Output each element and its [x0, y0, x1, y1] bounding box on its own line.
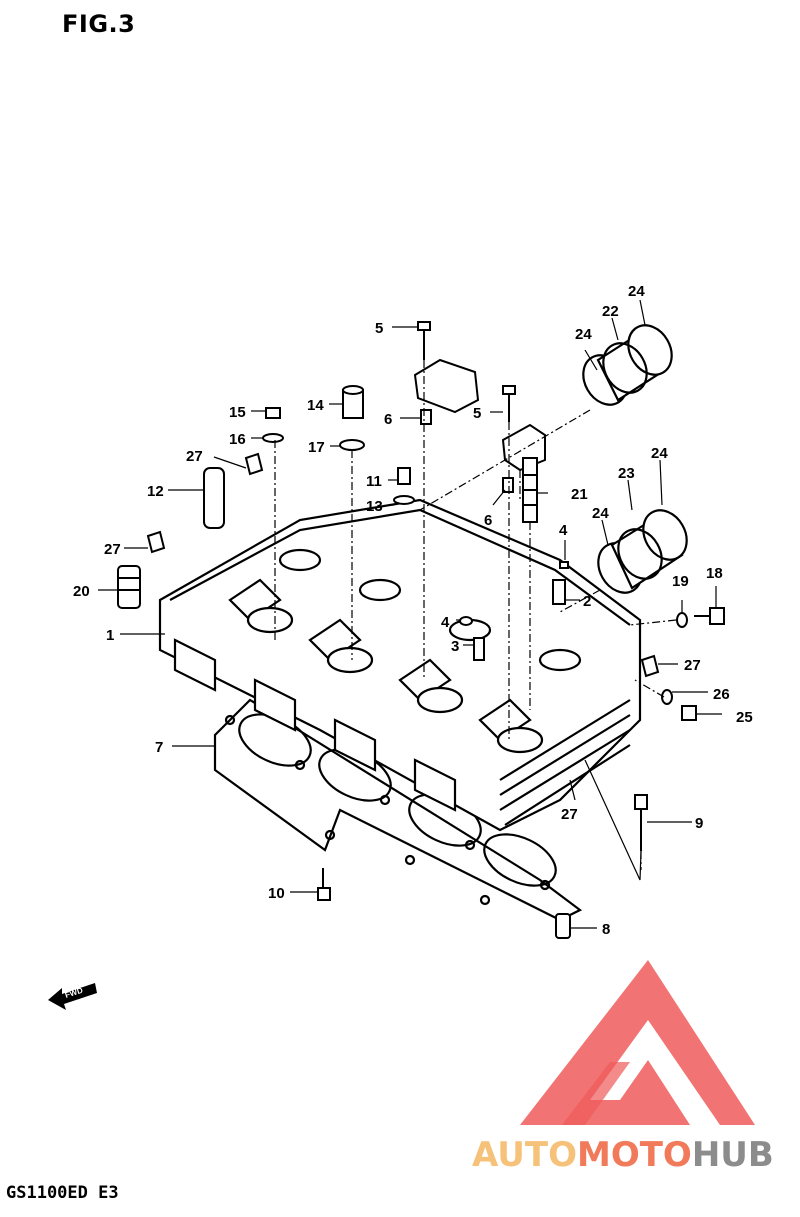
watermark-logo: AUTOMOTOHUB: [472, 960, 774, 1175]
callout-14: 14: [307, 397, 324, 414]
callout-20: 20: [73, 583, 90, 600]
callout-13: 13: [366, 498, 383, 515]
callout-24b: 24: [628, 283, 645, 300]
intake-holder-upper: [582, 324, 673, 406]
alignment-lines: [274, 360, 677, 870]
callout-6a: 6: [384, 411, 392, 428]
callout-27c: 27: [684, 657, 701, 674]
callout-22: 22: [602, 303, 619, 320]
callout-labels: 1 2 3 4 4 5 5 6 6 7 8 9 10 11 12 13 14 1…: [73, 283, 753, 938]
callout-27b: 27: [104, 541, 121, 558]
callout-21: 21: [571, 486, 588, 503]
callout-16: 16: [229, 431, 246, 448]
callout-19: 19: [672, 573, 689, 590]
callout-6b: 6: [484, 512, 492, 529]
forward-arrow: FWD: [48, 983, 97, 1010]
intake-holders: [582, 324, 688, 594]
callout-2: 2: [583, 593, 591, 610]
callout-4a: 4: [559, 522, 568, 539]
model-code: GS1100ED E3: [6, 1183, 119, 1203]
leader-lines: [98, 299, 722, 929]
small-parts: [117, 321, 725, 939]
watermark-hub: HUB: [692, 1135, 774, 1175]
callout-17: 17: [308, 439, 325, 456]
callout-12: 12: [147, 483, 164, 500]
callout-23: 23: [618, 465, 635, 482]
callout-27a: 27: [186, 448, 203, 465]
callout-7: 7: [155, 739, 163, 756]
callout-8: 8: [602, 921, 610, 938]
callout-5a: 5: [375, 320, 383, 337]
callout-10: 10: [268, 885, 285, 902]
callout-3: 3: [451, 638, 459, 655]
callout-25: 25: [736, 709, 753, 726]
callout-11: 11: [366, 473, 382, 490]
callout-26: 26: [713, 686, 730, 703]
watermark-moto: MOTO: [577, 1135, 692, 1175]
callout-5b: 5: [473, 405, 481, 422]
callout-27d: 27: [561, 806, 578, 823]
callout-4b: 4: [441, 614, 450, 631]
intake-holder-lower: [597, 509, 688, 594]
figure-title: FIG.3: [62, 10, 136, 38]
callout-24a: 24: [575, 326, 592, 343]
callout-18: 18: [706, 565, 723, 582]
watermark-auto: AUTO: [472, 1135, 577, 1175]
callout-1: 1: [106, 627, 114, 644]
callout-15: 15: [229, 404, 246, 421]
callout-24c: 24: [651, 445, 668, 462]
callout-24d: 24: [592, 505, 609, 522]
cylinder-head: [158, 498, 642, 832]
svg-text:AUTOMOTOHUB: AUTOMOTOHUB: [472, 1135, 774, 1175]
callout-9: 9: [695, 815, 703, 832]
